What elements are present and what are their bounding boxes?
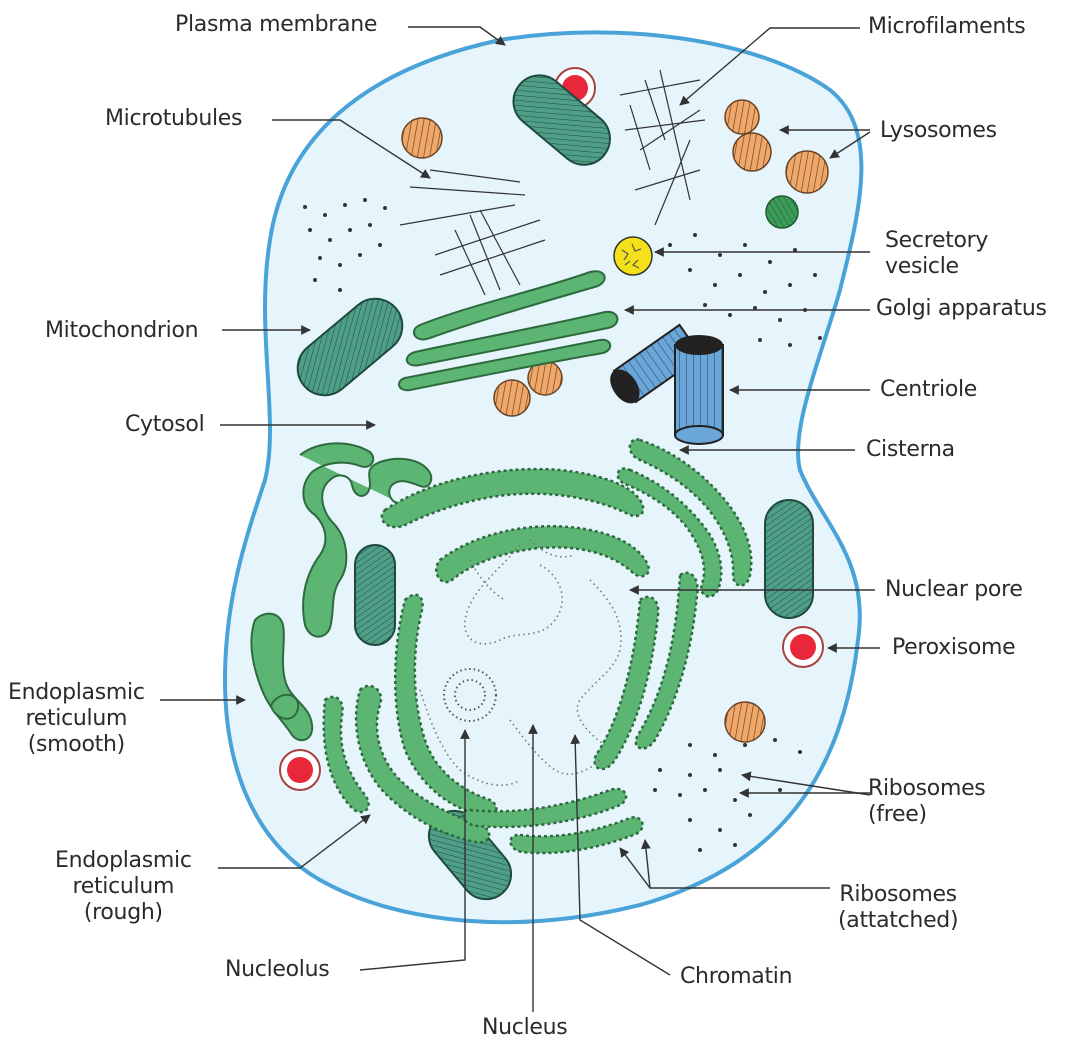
mitochondrion-middle bbox=[355, 545, 395, 645]
peroxisome-right bbox=[783, 627, 823, 667]
label-golgi-apparatus: Golgi apparatus bbox=[876, 296, 1047, 322]
peroxisome-left bbox=[280, 750, 320, 790]
label-microtubules: Microtubules bbox=[105, 106, 242, 132]
label-secretory-vesicle: Secretory vesicle bbox=[885, 228, 988, 280]
label-ribosomes-free: Ribosomes (free) bbox=[868, 776, 985, 828]
label-nucleus: Nucleus bbox=[482, 1015, 567, 1041]
label-peroxisome: Peroxisome bbox=[892, 635, 1015, 661]
label-centriole: Centriole bbox=[880, 377, 977, 403]
label-chromatin: Chromatin bbox=[680, 964, 792, 990]
label-ribosomes-attached: Ribosomes (attatched) bbox=[838, 882, 958, 934]
label-microfilaments: Microfilaments bbox=[868, 14, 1025, 40]
label-cisterna: Cisterna bbox=[866, 437, 955, 463]
label-lysosomes: Lysosomes bbox=[880, 118, 997, 144]
mitochondrion-right bbox=[765, 500, 813, 618]
label-nuclear-pore: Nuclear pore bbox=[885, 577, 1023, 603]
label-mitochondrion: Mitochondrion bbox=[45, 318, 198, 344]
label-plasma-membrane: Plasma membrane bbox=[175, 12, 377, 38]
label-cytosol: Cytosol bbox=[125, 412, 204, 438]
label-nucleolus: Nucleolus bbox=[225, 957, 329, 983]
secretory-vesicle bbox=[614, 237, 652, 275]
label-er-rough: Endoplasmic reticulum (rough) bbox=[55, 848, 192, 926]
label-er-smooth: Endoplasmic reticulum (smooth) bbox=[8, 680, 145, 758]
